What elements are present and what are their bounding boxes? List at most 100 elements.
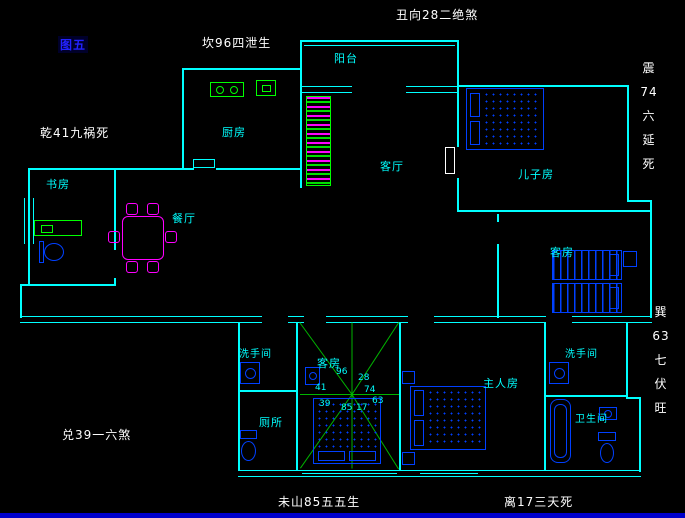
wall-segment xyxy=(626,322,628,399)
wall-segment xyxy=(420,473,478,474)
annotation-zhen: 震 74 六 延 死 xyxy=(640,61,658,171)
annotation-xun: 巽 63 七 伏 旺 xyxy=(652,305,670,415)
wall-segment xyxy=(20,284,30,286)
living-cabinet xyxy=(306,96,331,186)
room-label-toilet: 厕所 xyxy=(259,416,283,429)
wall-segment xyxy=(24,198,25,244)
double-wall xyxy=(288,316,304,323)
figure-label: 图五 xyxy=(58,36,89,53)
wall-segment xyxy=(300,40,302,90)
window-border-bottom xyxy=(0,513,685,518)
wall-segment xyxy=(182,68,302,70)
wall-segment xyxy=(459,210,652,212)
compass-line xyxy=(352,394,399,395)
mattress xyxy=(316,401,378,449)
toilet-tank xyxy=(240,430,257,439)
wall-segment xyxy=(627,85,629,202)
wall-segment xyxy=(20,284,22,318)
bathtub-inner xyxy=(554,404,567,458)
wall-segment xyxy=(626,397,641,399)
nightstand xyxy=(623,251,637,267)
nightstand xyxy=(402,371,415,384)
study-desk xyxy=(34,220,82,236)
pillow xyxy=(609,287,619,309)
wall-segment xyxy=(300,68,302,188)
room-label-bath: 卫生间 xyxy=(575,414,608,425)
dining-chair xyxy=(108,231,120,243)
room-label-study: 书房 xyxy=(46,178,70,191)
pillow xyxy=(609,254,619,276)
annotation-wei: 未山85五五生 xyxy=(278,495,361,509)
pillow xyxy=(414,390,424,416)
wall-segment xyxy=(28,168,30,286)
dining-chair xyxy=(147,203,159,215)
wall-segment xyxy=(182,68,184,170)
wall-segment xyxy=(216,168,302,170)
wall-segment xyxy=(28,284,116,286)
kitchen-door xyxy=(193,159,215,168)
wall-segment xyxy=(304,45,455,46)
wall-segment xyxy=(114,278,116,286)
wall-segment xyxy=(296,322,298,470)
room-label-son-room: 儿子房 xyxy=(518,168,554,181)
wall-segment xyxy=(457,85,459,147)
wall-segment xyxy=(650,200,652,318)
wall-segment xyxy=(300,40,459,42)
pillow xyxy=(470,93,480,117)
compass-number: 96 xyxy=(336,367,348,377)
room-label-wash2: 洗手间 xyxy=(565,349,598,360)
annotation-kan: 坎96四泄生 xyxy=(202,36,272,50)
wall-segment xyxy=(457,178,459,212)
kitchen-sink-basin xyxy=(262,85,271,92)
bed-son xyxy=(466,88,544,150)
dining-chair xyxy=(165,231,177,243)
door-leaf xyxy=(445,147,455,174)
pillow xyxy=(318,451,345,461)
pillow xyxy=(349,451,376,461)
room-label-kitchen: 厨房 xyxy=(222,126,246,139)
double-wall xyxy=(20,316,262,323)
wall-segment xyxy=(28,168,194,170)
room-label-guest-right: 客房 xyxy=(550,246,574,259)
bathtub xyxy=(550,399,571,463)
bed-master xyxy=(410,386,486,450)
wall-segment xyxy=(627,200,652,202)
stove-burner-icon xyxy=(216,86,224,94)
wall-segment xyxy=(33,198,34,244)
wall-segment xyxy=(457,40,459,87)
kitchen-sink xyxy=(256,80,276,96)
compass-number: 63 xyxy=(372,396,384,406)
double-wall xyxy=(572,316,652,323)
wall-segment xyxy=(497,244,499,318)
chair-back xyxy=(39,241,44,263)
annotation-chou: 丑向28二绝煞 xyxy=(396,8,479,22)
washbasin-2 xyxy=(549,362,569,384)
compass-number: 74 xyxy=(364,385,376,395)
toilet-tank xyxy=(598,432,616,441)
stove-burner-icon xyxy=(230,86,238,94)
compass-number: 39 xyxy=(319,399,331,409)
basin-bowl xyxy=(245,368,256,379)
room-label-balcony: 阳台 xyxy=(334,52,358,65)
wall-segment xyxy=(399,322,401,470)
mattress xyxy=(483,91,541,147)
compass-number: 28 xyxy=(358,373,370,383)
double-wall xyxy=(238,470,641,477)
annotation-qian: 乾41九祸死 xyxy=(40,126,110,140)
washbasin-1 xyxy=(240,362,260,384)
wall-segment xyxy=(497,214,499,222)
wall-segment xyxy=(302,473,397,474)
wall-segment xyxy=(639,397,641,472)
double-wall xyxy=(300,86,352,93)
mattress xyxy=(427,389,485,447)
study-chair xyxy=(44,243,64,261)
toilet-bowl xyxy=(241,441,256,461)
basin-bowl xyxy=(309,372,317,380)
compass-number: 41 xyxy=(315,383,327,393)
compass-line xyxy=(351,322,353,395)
double-wall xyxy=(434,316,546,323)
bed-guest-1 xyxy=(552,250,622,280)
room-label-guest-bottom: 客房 xyxy=(317,357,341,370)
bed-guest-2 xyxy=(552,283,622,313)
